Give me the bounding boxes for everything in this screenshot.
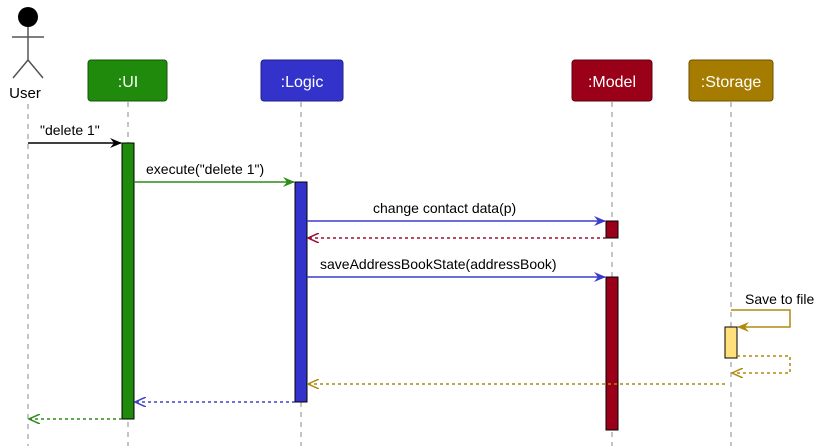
participant-logic-box xyxy=(260,59,344,102)
activation-logic xyxy=(294,181,308,403)
message-execute-label: execute("delete 1") xyxy=(146,161,264,177)
participant-model: :Model xyxy=(571,59,653,102)
participant-storage-label: :Storage xyxy=(701,74,762,91)
activation-model-save xyxy=(605,276,619,431)
participant-logic: :Logic xyxy=(260,59,344,102)
user-actor-head xyxy=(18,7,38,27)
user-actor: User xyxy=(9,7,44,102)
participant-storage-box xyxy=(688,59,774,102)
message-save-state: saveAddressBookState(addressBook) xyxy=(307,256,606,282)
activation-model-change xyxy=(605,220,619,239)
message-save-to-file-arrow xyxy=(731,309,791,332)
activation-storage xyxy=(724,326,738,359)
message-save-to-file-label: Save to file xyxy=(745,291,814,307)
participant-model-label: :Model xyxy=(588,74,636,91)
message-save-to-file: Save to file xyxy=(731,291,814,332)
participant-model-box xyxy=(571,59,653,102)
participant-ui-label: :UI xyxy=(118,74,138,91)
activation-ui xyxy=(121,142,135,420)
message-delete-cmd-label: "delete 1" xyxy=(40,122,100,138)
return-storage-self xyxy=(732,355,791,373)
message-change-data: change contact data(p) xyxy=(307,200,606,226)
participant-ui: :UI xyxy=(87,59,168,102)
user-actor-body xyxy=(12,27,44,79)
message-delete-cmd: "delete 1" xyxy=(28,122,122,148)
message-change-data-label: change contact data(p) xyxy=(373,200,516,216)
message-save-state-label: saveAddressBookState(addressBook) xyxy=(320,256,557,272)
message-execute: execute("delete 1") xyxy=(134,161,295,187)
participant-storage: :Storage xyxy=(688,59,774,102)
user-actor-label: User xyxy=(9,85,41,102)
participant-logic-label: :Logic xyxy=(281,74,324,91)
participant-ui-box xyxy=(87,59,168,102)
